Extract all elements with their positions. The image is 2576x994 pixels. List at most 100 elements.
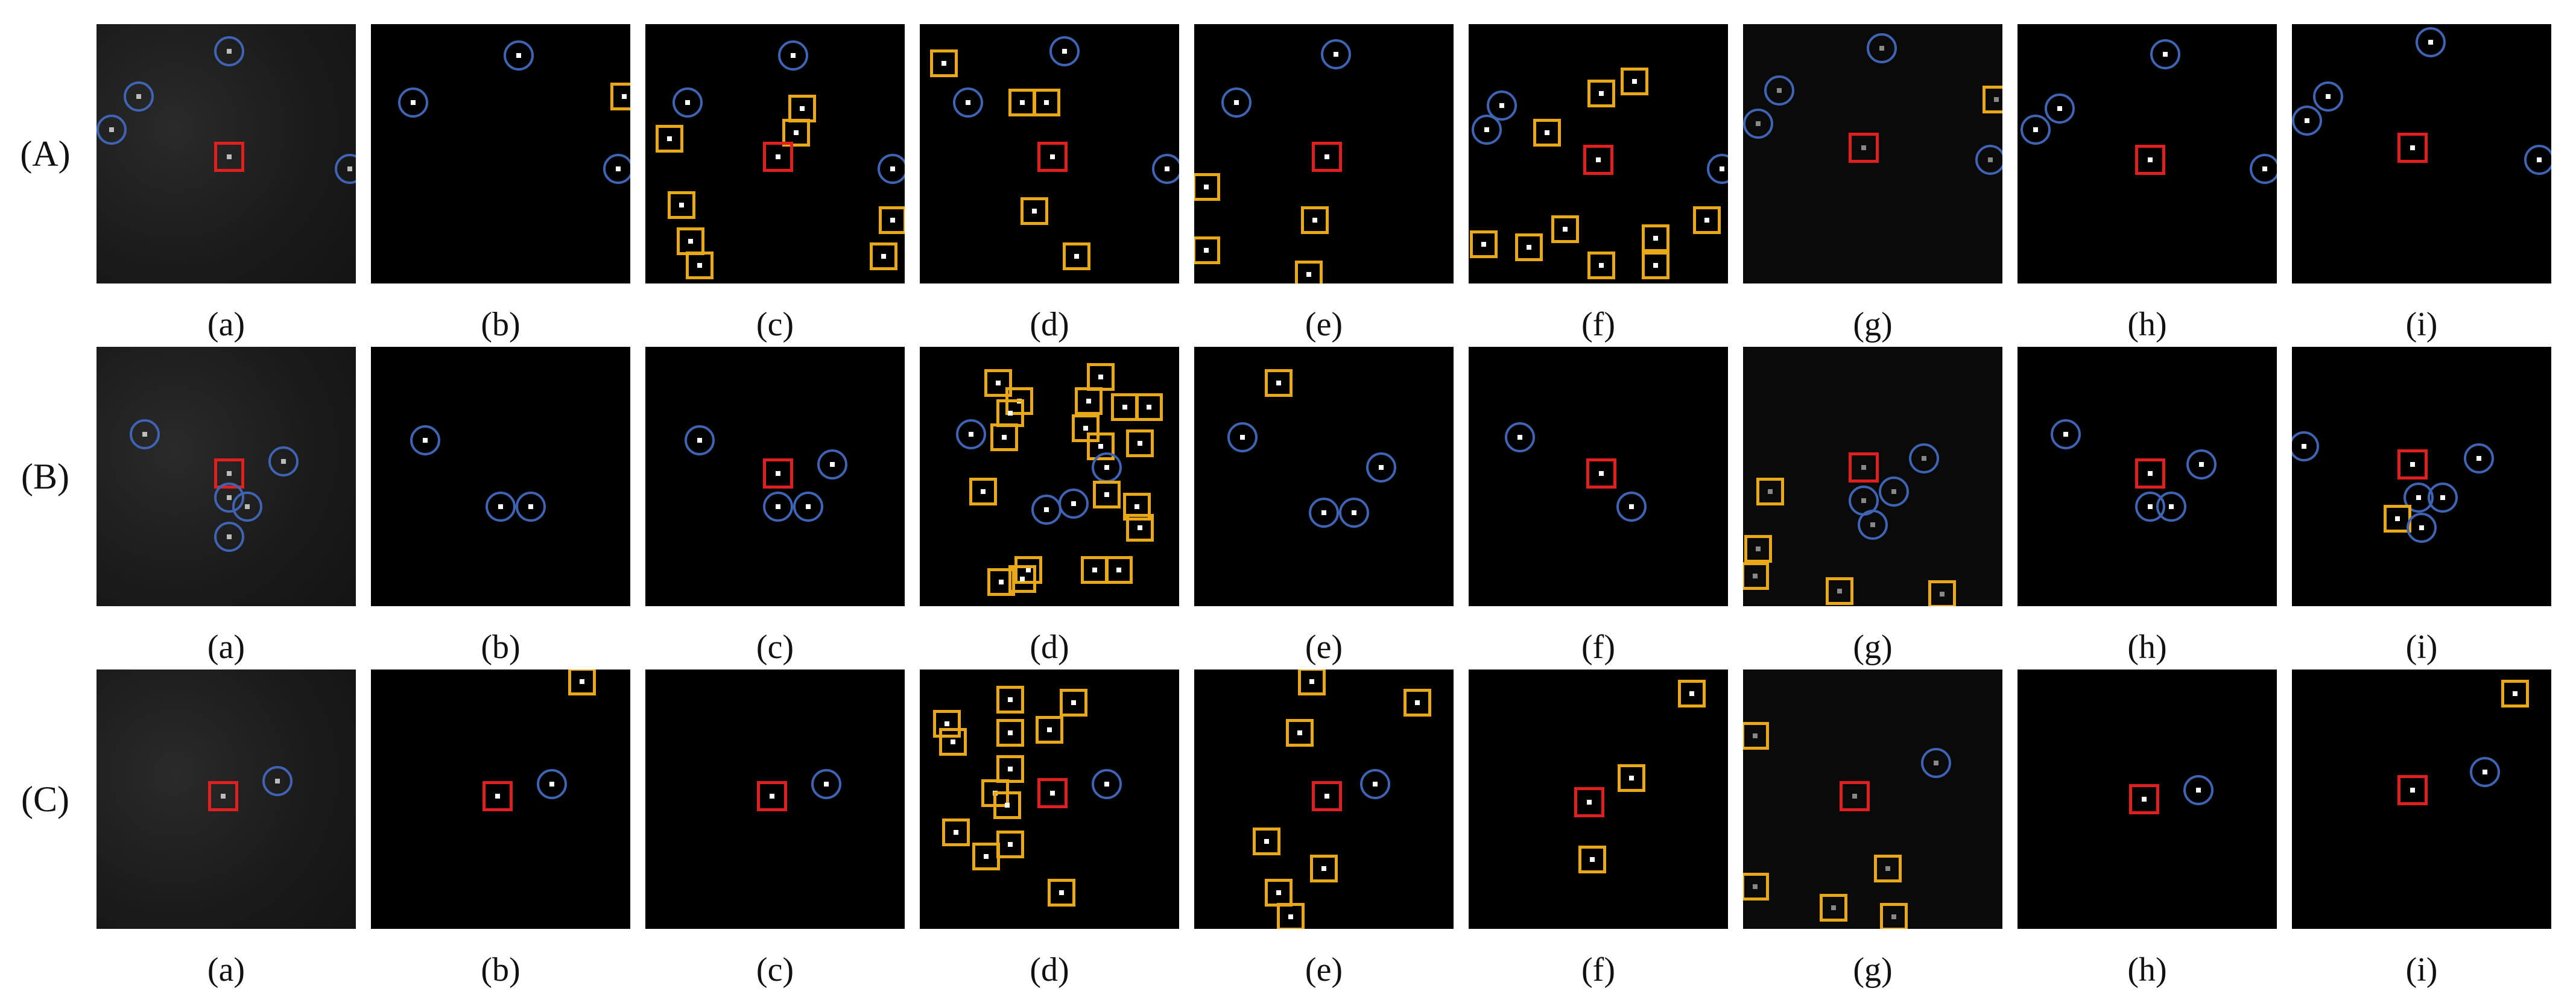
- detection-circle: [214, 522, 244, 552]
- target-point: [2537, 157, 2542, 162]
- target-point: [1135, 504, 1139, 509]
- target-point: [1050, 791, 1055, 796]
- target-point: [2262, 166, 2267, 171]
- false-alarm-box: [1060, 689, 1087, 717]
- target-point: [1527, 245, 1531, 250]
- target-point: [1071, 501, 1076, 506]
- false-alarm-box: [686, 252, 714, 279]
- false-alarm-box: [1928, 580, 1956, 606]
- detection-circle: [603, 154, 630, 184]
- false-alarm-box: [1826, 577, 1853, 605]
- target-point: [2199, 462, 2204, 467]
- target-point: [1629, 776, 1634, 780]
- detection-circle: [1152, 154, 1179, 184]
- false-alarm-box: [879, 206, 905, 234]
- target-point: [1104, 782, 1109, 787]
- subfigure-label: (a): [207, 306, 245, 343]
- detection-circle: [2045, 93, 2075, 124]
- subfigure-label: (a): [207, 951, 245, 989]
- false-alarm-box: [939, 728, 967, 756]
- false-alarm-box: [1621, 68, 1648, 95]
- target-point: [622, 94, 627, 99]
- detection-circle: [262, 766, 293, 796]
- target-point: [2410, 788, 2415, 793]
- target-box: [2135, 145, 2165, 175]
- detection-circle: [817, 449, 847, 480]
- target-point: [1086, 399, 1091, 404]
- false-alarm-box: [1126, 429, 1154, 457]
- false-alarm-box: [610, 83, 630, 110]
- detection-circle: [486, 492, 516, 522]
- target-point: [1599, 471, 1604, 476]
- target-point: [109, 127, 114, 132]
- target-point: [2440, 495, 2445, 500]
- false-alarm-box: [969, 478, 997, 505]
- row-label: (B): [21, 457, 69, 496]
- target-box: [1849, 133, 1879, 163]
- image-panel: [1469, 24, 1728, 283]
- false-alarm-box: [987, 568, 1015, 596]
- subfigure-label: (b): [481, 951, 521, 989]
- target-point: [1563, 227, 1568, 232]
- false-alarm-box: [1126, 514, 1154, 542]
- target-box: [1312, 142, 1342, 172]
- detection-circle: [685, 425, 715, 455]
- target-box: [1583, 145, 1613, 175]
- image-panel: [97, 24, 356, 283]
- detection-circle: [1487, 90, 1517, 121]
- target-point: [1852, 794, 1857, 799]
- target-point: [227, 534, 232, 539]
- subfigure-label: (a): [207, 628, 245, 666]
- target-point: [1005, 803, 1010, 808]
- target-point: [2169, 504, 2174, 509]
- target-point: [1988, 157, 1993, 162]
- false-alarm-box: [870, 242, 897, 270]
- target-point: [1321, 510, 1326, 515]
- detection-circle: [2183, 775, 2214, 805]
- detection-circle: [1092, 769, 1122, 799]
- target-point: [1587, 800, 1592, 805]
- target-box: [2135, 458, 2165, 489]
- target-point: [245, 504, 250, 509]
- target-point: [1104, 492, 1109, 497]
- image-panel: [97, 670, 356, 929]
- target-point: [1165, 166, 1169, 171]
- target-point: [2419, 525, 2424, 530]
- target-point: [1879, 46, 1884, 51]
- target-point: [945, 721, 949, 726]
- target-point: [227, 495, 232, 500]
- detection-circle: [811, 769, 841, 799]
- target-point: [1753, 574, 1758, 578]
- false-alarm-box: [990, 423, 1018, 451]
- false-alarm-box: [1678, 680, 1706, 708]
- target-point: [1756, 121, 1761, 126]
- false-alarm-box: [568, 670, 596, 695]
- false-alarm-box: [996, 719, 1024, 747]
- target-box: [1574, 787, 1604, 817]
- image-panel: [1194, 347, 1454, 606]
- false-alarm-box: [788, 95, 816, 122]
- image-panel: [371, 347, 630, 606]
- target-point: [1312, 218, 1317, 223]
- target-box: [483, 781, 513, 811]
- detection-circle: [268, 446, 299, 476]
- detection-circle: [778, 40, 808, 71]
- false-alarm-box: [1008, 565, 1036, 593]
- subfigure-label: (e): [1305, 951, 1343, 989]
- subfigure-label: (h): [2127, 306, 2167, 343]
- target-point: [1870, 522, 1875, 527]
- target-point: [1264, 839, 1269, 844]
- subfigure-label: (h): [2127, 951, 2167, 989]
- detection-circle: [1059, 489, 1089, 519]
- row-label: (C): [21, 779, 69, 819]
- detection-circle: [1858, 510, 1888, 540]
- detection-circle: [130, 419, 160, 449]
- subfigure-label: (c): [756, 951, 794, 989]
- target-point: [2057, 106, 2062, 111]
- target-point: [1653, 236, 1658, 241]
- false-alarm-box: [1093, 481, 1121, 508]
- target-point: [528, 504, 533, 509]
- detection-circle: [1707, 154, 1728, 184]
- target-point: [2410, 145, 2415, 150]
- target-point: [498, 504, 503, 509]
